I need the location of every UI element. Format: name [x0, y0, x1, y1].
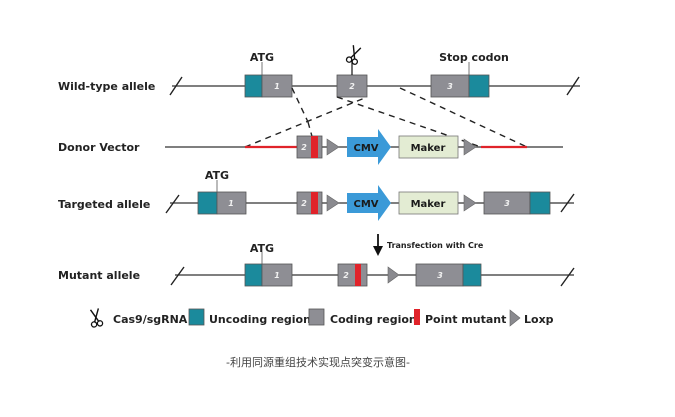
scissors-icon: [88, 307, 104, 329]
break-mark-right: [560, 193, 575, 213]
targeted-exon1-uncoding: [197, 191, 218, 215]
legend-label-loxp: Loxp: [524, 313, 554, 326]
legend: Cas9/sgRNA Uncoding region Coding region…: [88, 307, 554, 329]
scissors-icon: [345, 43, 364, 66]
loxp-right-icon: [463, 194, 477, 212]
transfection-label: Transfection with Cre: [387, 241, 484, 250]
crossover-line: [336, 96, 482, 148]
targeted-allele-row: Targeted allele 1 ATG 2 CMV Maker 3: [58, 169, 575, 221]
transfection-step: Transfection with Cre: [373, 234, 484, 256]
targeted-exon1-coding: [216, 191, 247, 215]
wt-exon2-number: 2: [349, 82, 355, 91]
targeted-exon-3: 3: [483, 191, 551, 215]
targeted-exon1-number: 1: [228, 199, 234, 208]
break-mark-right: [566, 76, 580, 96]
coding-swatch: [308, 308, 325, 326]
mutant-exon3-uncoding: [462, 263, 482, 287]
wt-exon-1: 1: [244, 74, 293, 98]
maker-box: [398, 191, 459, 215]
loxp-icon: [387, 266, 400, 284]
break-mark-left: [169, 76, 183, 96]
targeted-exon-2: 2: [296, 191, 323, 215]
loxp-left-icon: [326, 138, 340, 156]
wild-type-label: Wild-type allele: [58, 80, 155, 93]
figure-caption: -利用同源重组技术实现点突变示意图-: [226, 355, 410, 369]
legend-label-coding: Coding region: [330, 313, 417, 326]
cmv-promoter: [347, 129, 391, 165]
wt-exon3-uncoding: [468, 74, 490, 98]
targeted-atg-label: ATG: [205, 169, 229, 182]
targeted-allele-label: Targeted allele: [58, 198, 150, 211]
down-arrow-icon: [373, 246, 383, 256]
mutant-exon-3: 3: [415, 263, 482, 287]
loxp-left-icon: [326, 194, 340, 212]
targeted-exon3-number: 3: [504, 199, 510, 208]
wild-type-row: Wild-type allele 1 ATG 2 3 Stop codon: [58, 43, 580, 98]
wt-exon1-coding: [261, 74, 293, 98]
wt-exon1-number: 1: [274, 82, 280, 91]
wt-exon1-uncoding: [244, 74, 263, 98]
mutant-exon-1: 1: [244, 263, 293, 287]
mutant-atg-label: ATG: [250, 242, 274, 255]
donor-vector-row: Donor Vector 2 CMV Maker: [58, 129, 563, 165]
legend-label-cas9: Cas9/sgRNA: [113, 313, 188, 326]
mutant-exon2-number: 2: [343, 271, 349, 280]
wt-atg-label: ATG: [250, 51, 274, 64]
loxp-right-icon: [463, 138, 477, 156]
loxp-triangle-icon: [509, 309, 521, 327]
donor-cmv-label: CMV: [353, 143, 378, 154]
mutant-point-mutant: [355, 264, 361, 286]
donor-point-mutant: [311, 136, 318, 158]
targeted-point-mutant: [311, 192, 318, 214]
legend-label-point-mutant: Point mutant: [425, 313, 506, 326]
mutant-allele-label: Mutant allele: [58, 269, 140, 282]
wt-exon3-number: 3: [447, 82, 453, 91]
targeted-maker-label: Maker: [411, 199, 446, 210]
targeted-exon-1: 1: [197, 191, 247, 215]
donor-maker-label: Maker: [411, 143, 446, 154]
break-mark-left: [170, 266, 185, 286]
stop-codon-label: Stop codon: [439, 51, 509, 64]
legend-label-uncoding: Uncoding region: [209, 313, 311, 326]
wt-exon-2: 2: [336, 74, 368, 98]
mutant-exon1-number: 1: [274, 271, 280, 280]
mutant-allele-row: Mutant allele 1 ATG 2 3: [58, 242, 575, 287]
donor-vector-label: Donor Vector: [58, 141, 140, 154]
donor-exon2-number: 2: [301, 143, 307, 152]
crossover-line: [291, 87, 309, 123]
cmv-promoter: [347, 185, 391, 221]
break-mark-right: [560, 267, 575, 287]
break-mark-left: [165, 194, 180, 214]
crossover-line: [399, 87, 528, 148]
uncoding-swatch: [188, 308, 205, 326]
donor-exon-2: 2: [296, 135, 323, 159]
targeted-cmv-label: CMV: [353, 199, 378, 210]
maker-box: [398, 135, 459, 159]
mutant-exon1-uncoding: [244, 263, 263, 287]
targeted-exon3-uncoding: [529, 191, 551, 215]
mutant-exon3-number: 3: [437, 271, 443, 280]
mutant-exon1-coding: [261, 263, 293, 287]
wt-exon-3: 3: [430, 74, 490, 98]
mutant-exon-2: 2: [337, 263, 368, 287]
targeted-exon2-number: 2: [301, 199, 307, 208]
point-mutant-swatch: [414, 309, 420, 325]
